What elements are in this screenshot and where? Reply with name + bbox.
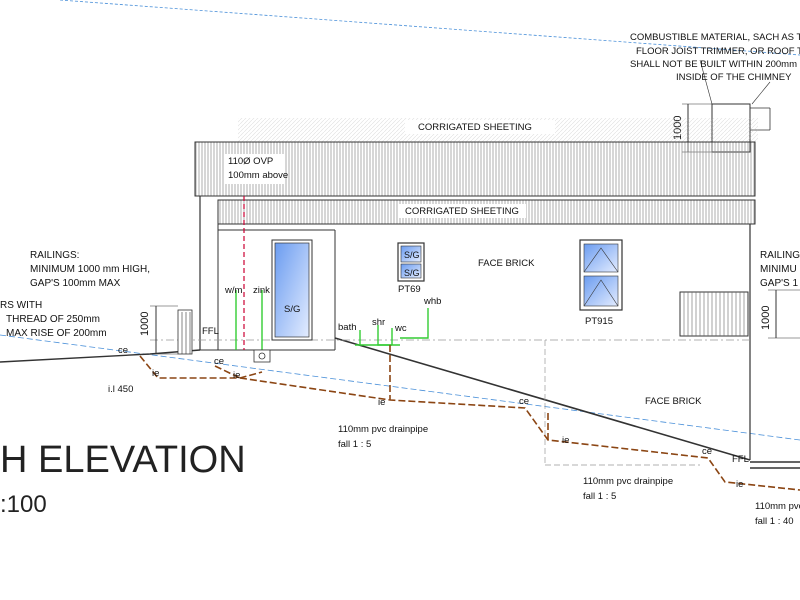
sky-lines [0, 0, 800, 441]
ie-marker-3: ie [378, 397, 385, 408]
window-pt915: PT915 [579, 239, 623, 327]
roof-lower-label: CORRIGATED SHEETING [405, 206, 519, 217]
lower-roof: CORRIGATED SHEETING [217, 199, 756, 225]
shr-label: shr [372, 317, 385, 328]
pipe1-line-2: fall 1 : 5 [338, 439, 371, 450]
face-brick-upper-label: FACE BRICK [478, 258, 535, 269]
ie-marker-1: ie [152, 368, 159, 379]
vent-label-2: 100mm above [228, 170, 288, 181]
left-railing-dimension: 1000 [139, 312, 151, 336]
wc-label: wc [394, 323, 407, 334]
vent-label-1: 110Ø OVP [228, 156, 273, 167]
window-large-code: PT915 [585, 316, 613, 327]
railings-left-line-1: RAILINGS: [30, 250, 79, 261]
page-title: H ELEVATION [0, 439, 246, 481]
railings-left-line-3: GAP'S 100mm MAX [30, 278, 121, 289]
railings-left-note: RAILINGS: MINIMUM 1000 mm HIGH, GAP'S 10… [30, 250, 150, 289]
window-small-bottom-label: S/G [404, 268, 420, 278]
left-stairs-railing: 1000 [139, 305, 193, 355]
stairs-line-2: THREAD OF 250mm [6, 314, 100, 325]
railings-right-line-1: RAILING [760, 250, 800, 261]
ie-marker-2: ie [233, 370, 240, 381]
ffl-left-label: FFL [202, 326, 219, 337]
chimney-note-line-4: INSIDE OF THE CHIMNEY [676, 72, 792, 83]
ce-marker-3: ce [519, 396, 529, 407]
pipe3-line-2: fall 1 : 40 [755, 516, 794, 527]
stairs-note: RS WITH THREAD OF 250mm MAX RISE OF 200m… [0, 300, 107, 339]
wall-grille [679, 291, 749, 337]
railings-right-note: RAILING MINIMU GAP'S 1 [760, 250, 800, 289]
face-brick-lower-label: FACE BRICK [645, 396, 702, 407]
right-railing-dimension-group: 1000 [760, 289, 800, 339]
door-sg: S/G [271, 239, 313, 341]
door-label: S/G [284, 304, 300, 315]
ce-marker-1: ce [118, 345, 128, 356]
stairs-line-3: MAX RISE OF 200mm [6, 328, 107, 339]
right-railing-dimension: 1000 [760, 306, 772, 330]
il-label: i.l 450 [108, 384, 133, 395]
pipe3-line-1: 110mm pvc drainpipe [755, 501, 800, 512]
window-small-code: PT69 [398, 284, 421, 295]
railings-left-line-2: MINIMUM 1000 mm HIGH, [30, 264, 150, 275]
ie-marker-4: ie [562, 435, 569, 446]
scale-label: :100 [0, 491, 47, 518]
chimney-note: COMBUSTIBLE MATERIAL, SACH AS T FLOOR JO… [630, 32, 800, 83]
wm-label: w/m [224, 285, 243, 296]
house-walls [150, 196, 751, 466]
zink-label: zink [253, 285, 270, 296]
pipe2-line-2: fall 1 : 5 [583, 491, 616, 502]
chimney-note-line-2: FLOOR JOIST TRIMMER, OR ROOF T [636, 46, 800, 57]
ce-marker-4: ce [702, 446, 712, 457]
upper-roof: CORRIGATED SHEETING 110Ø OVP 100mm above [194, 118, 758, 197]
water-pipes [235, 290, 429, 350]
whb-label: whb [423, 296, 441, 307]
bath-label: bath [338, 322, 357, 333]
chimney-note-line-3: SHALL NOT BE BUILT WITHIN 200mm [630, 59, 797, 70]
roof-upper-label: CORRIGATED SHEETING [418, 122, 532, 133]
ce-marker-2: ce [214, 356, 224, 367]
railings-right-line-3: GAP'S 1 [760, 278, 798, 289]
stairs-line-1: RS WITH [0, 300, 42, 311]
drain-pipes [139, 345, 800, 491]
railings-right-line-2: MINIMU [760, 264, 797, 275]
pipe2-line-1: 110mm pvc drainpipe [583, 476, 673, 487]
chimney-note-line-1: COMBUSTIBLE MATERIAL, SACH AS T [630, 32, 800, 43]
window-pt69: S/G S/G PT69 [397, 242, 425, 295]
sink-symbol [253, 349, 271, 363]
pipe1-line-1: 110mm pvc drainpipe [338, 424, 428, 435]
ie-marker-5: ie [736, 479, 743, 490]
window-small-top-label: S/G [404, 250, 420, 260]
ffl-right-label: FFL [732, 454, 749, 465]
